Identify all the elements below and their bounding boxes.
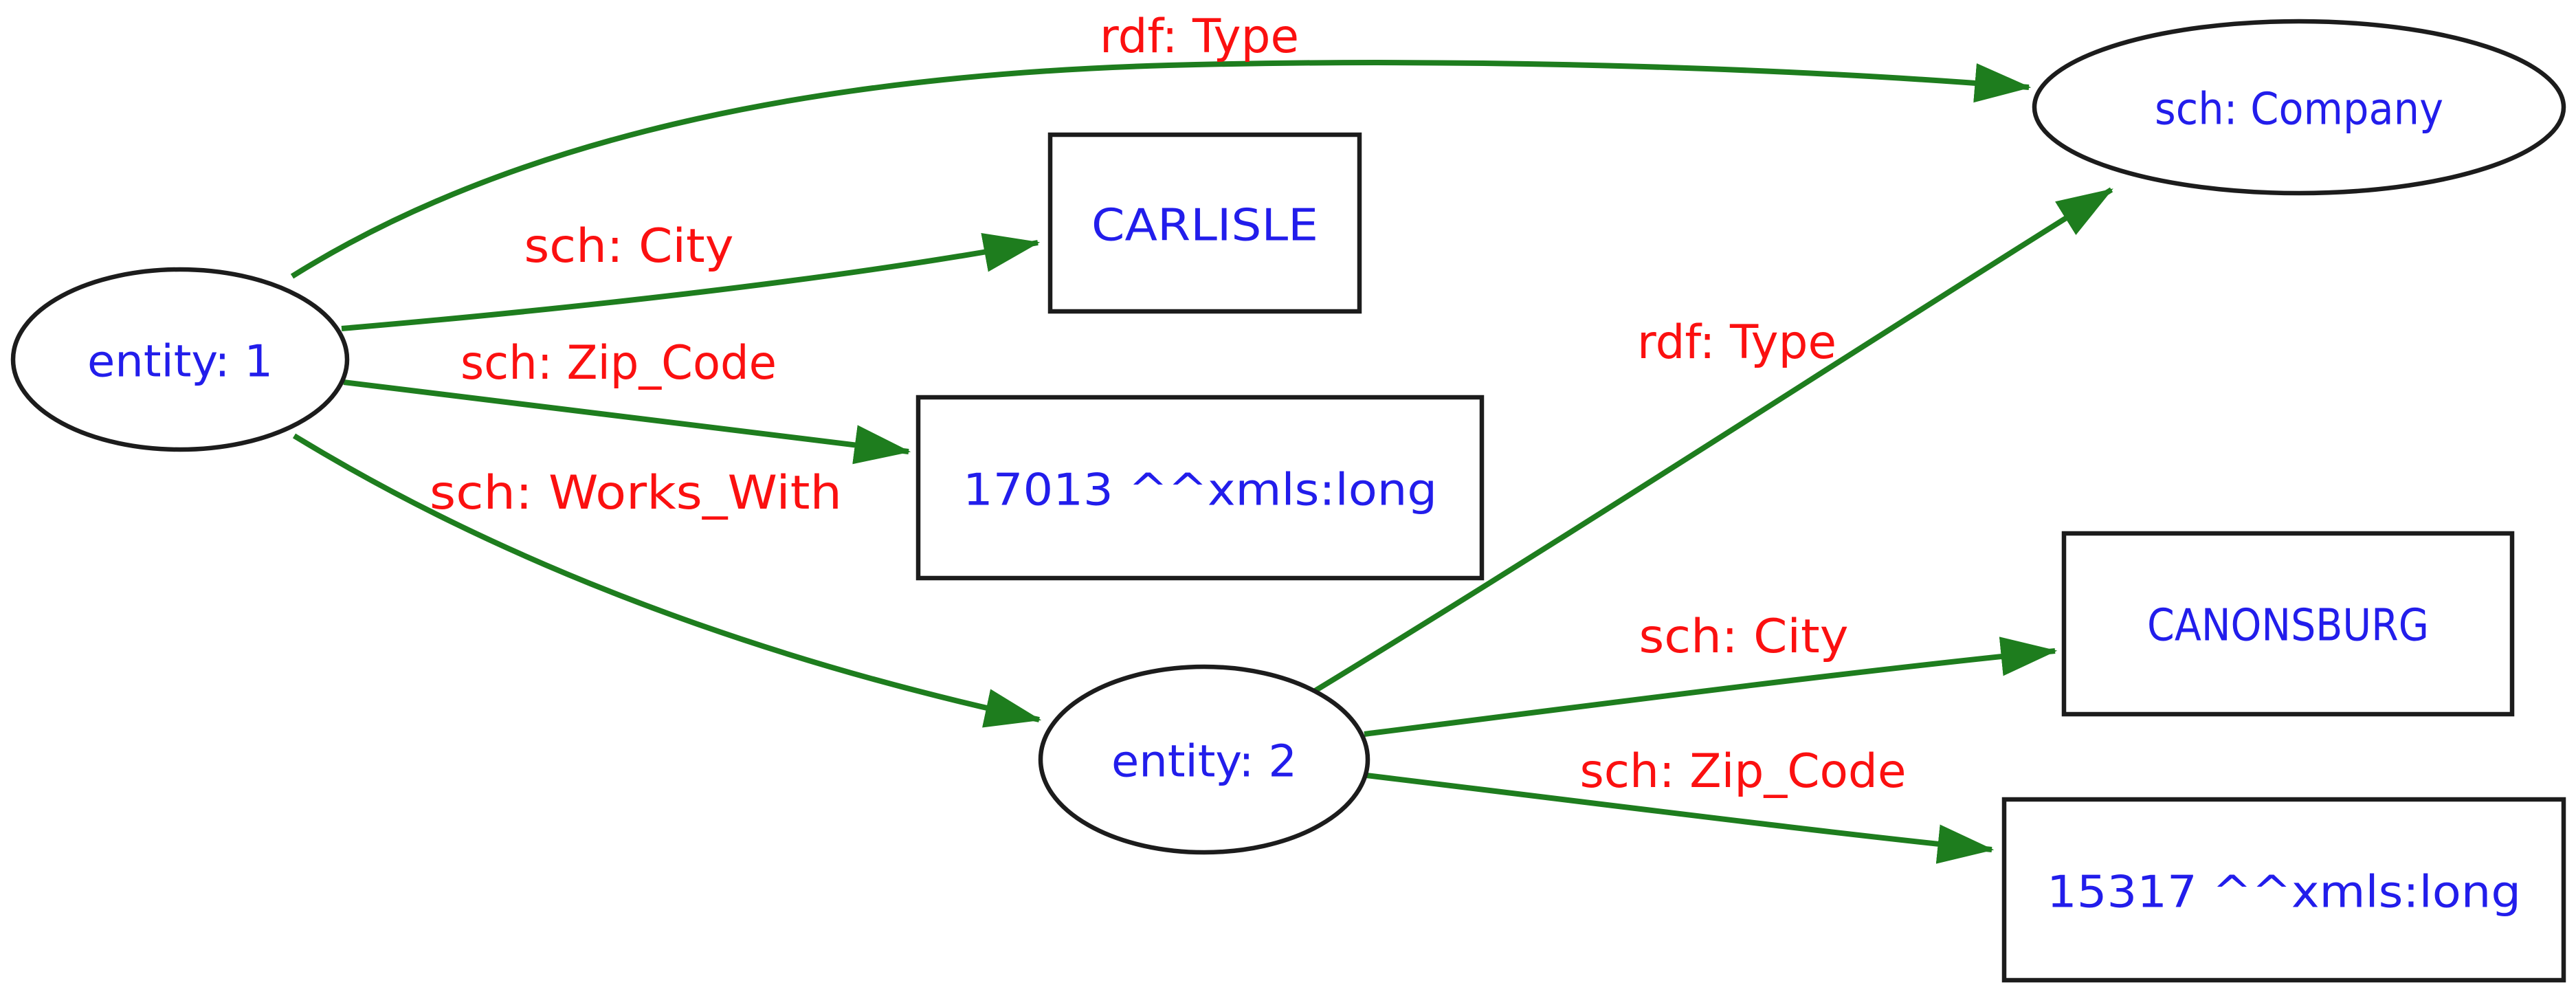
node-carlisle-shape [1047,132,1362,314]
edge-label-rdf-type-2: rdf: Type [1637,316,1836,370]
edge-label-sch-city-1: sch: City [524,219,734,274]
node-zip-17013-label: 17013 ^^xmls:long [963,465,1437,516]
node-entity-1-label: entity: 1 [87,336,273,387]
node-group: entity: 1 entity: 2 sch: Company CARLISL… [10,19,2566,983]
edge-entity2-city-canonsburg [1364,637,2058,737]
edge-label-rdf-type-1: rdf: Type [1100,10,1299,64]
edge-label-sch-zip-code-1: sch: Zip_Code [460,336,777,390]
node-entity-2-shape [1038,664,1370,855]
node-entity-1-shape [10,267,350,452]
edge-entity1-workswith-entity2 [292,433,1042,728]
edge-label-sch-city-2: sch: City [1639,610,1849,664]
node-zip-17013-shape [915,395,1485,581]
edge-label-sch-zip-code-2: sch: Zip_Code [1580,744,1907,799]
edge-entity1-zipcode-17013 [343,379,911,465]
edge-label-sch-works-with: sch: Works_With [430,466,842,520]
edge-entity1-city-carlisle [341,233,1041,331]
node-zip-15317-shape [2001,797,2566,983]
node-carlisle-label: CARLISLE [1091,200,1318,251]
node-canonsburg-label: CANONSBURG [2147,600,2429,651]
node-sch-company-label: sch: Company [2155,84,2443,135]
edge-group [290,60,2113,864]
edge-entity2-zipcode-15317 [1366,773,1995,864]
node-sch-company-shape [2032,19,2566,196]
edge-entity2-rdftype-company [1307,187,2113,697]
edge-entity1-rdftype-company [290,60,2032,279]
node-canonsburg-shape [2061,531,2515,717]
node-zip-15317-label: 15317 ^^xmls:long [2047,867,2521,918]
edge-label-group: rdf: Type sch: City sch: Zip_Code sch: W… [430,10,1907,799]
node-entity-2-label: entity: 2 [1111,736,1297,787]
